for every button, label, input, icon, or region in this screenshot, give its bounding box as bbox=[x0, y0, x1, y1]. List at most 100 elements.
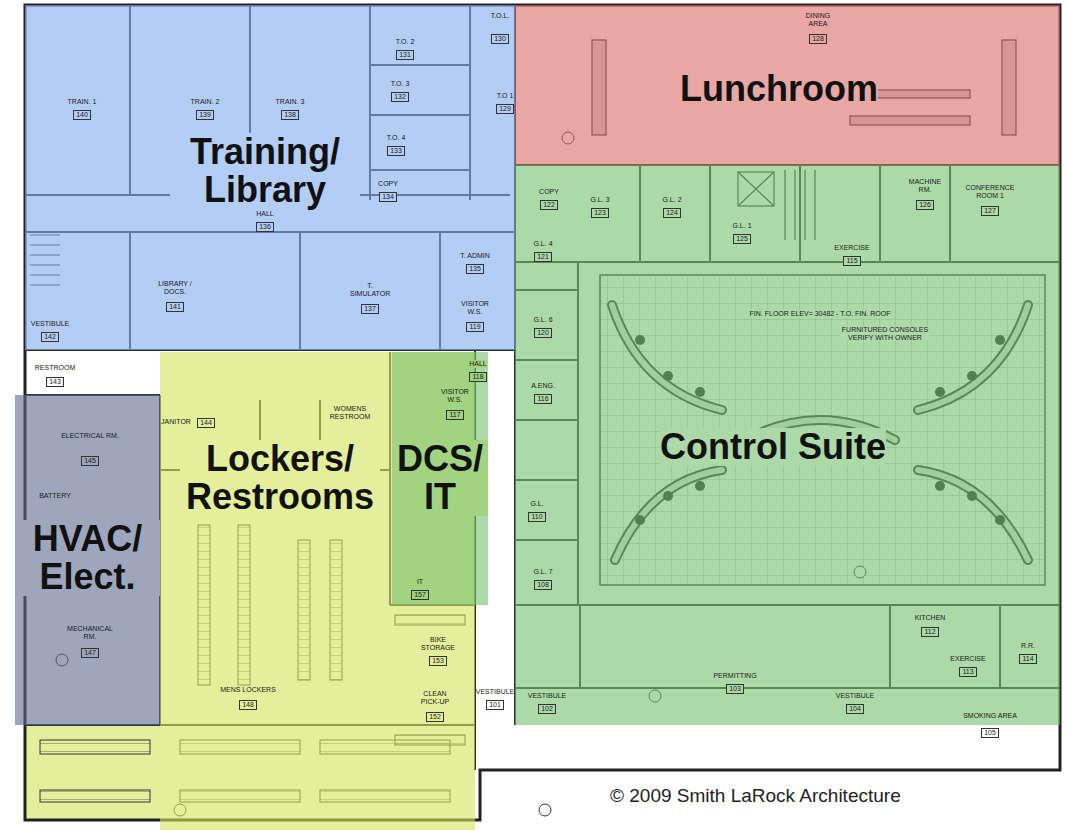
label-anchor: 130 bbox=[491, 34, 509, 44]
label-anchor: 104 bbox=[846, 704, 864, 714]
label-anchor: G.L. bbox=[530, 500, 543, 508]
room-name: ELECTRICAL RM. bbox=[60, 432, 120, 440]
label-anchor: T. ADMIN bbox=[460, 252, 490, 260]
label-anchor: TRAIN. 3 bbox=[276, 98, 305, 106]
label-anchor: 101 bbox=[486, 700, 504, 710]
room-name: G.L. 3 bbox=[590, 196, 609, 204]
label-anchor: HALL bbox=[469, 360, 487, 368]
zone-region: Control Suite bbox=[515, 165, 1060, 725]
label-anchor: HALL bbox=[256, 210, 274, 218]
room-name: BATTERY bbox=[39, 492, 71, 500]
label-anchor: G.L. 7 bbox=[533, 568, 552, 576]
room-name: HALL bbox=[469, 360, 487, 368]
room-name: TRAIN. 3 bbox=[276, 98, 305, 106]
label-anchor: VESTIBULE bbox=[476, 688, 515, 696]
room-name: T.O. 4 bbox=[387, 134, 406, 142]
label-anchor: 116 bbox=[534, 394, 551, 404]
label-anchor: TRAIN. 2 bbox=[191, 98, 220, 106]
room-name: SMOKING AREA bbox=[963, 712, 1017, 720]
label-anchor: G.L. 2 bbox=[662, 196, 681, 204]
label-anchor: 134 bbox=[379, 192, 397, 202]
label-anchor: IT bbox=[417, 578, 423, 586]
room-name: R.R. bbox=[1021, 642, 1035, 650]
room-name: VESTIBULE bbox=[528, 692, 567, 700]
label-anchor: COPY bbox=[378, 180, 398, 188]
room-number: 110 bbox=[528, 512, 545, 522]
room-number: 142 bbox=[41, 332, 59, 342]
room-name: T. SIMULATOR bbox=[350, 282, 390, 297]
room-number: 147 bbox=[81, 648, 99, 658]
room-number: 112 bbox=[921, 627, 938, 637]
label-anchor: 118 bbox=[469, 372, 486, 382]
label-anchor: CLEAN PICK-UP bbox=[415, 690, 455, 705]
room-name: COPY bbox=[539, 188, 559, 196]
label-anchor: COPY bbox=[539, 188, 559, 196]
room-number: 127 bbox=[981, 206, 999, 216]
room-number: 102 bbox=[538, 704, 556, 714]
room-name: COPY bbox=[378, 180, 398, 188]
label-anchor: BATTERY bbox=[39, 492, 71, 500]
label-anchor: 124 bbox=[663, 208, 681, 218]
room-number: 119 bbox=[466, 322, 483, 332]
label-anchor: 105 bbox=[981, 728, 999, 738]
room-number: 144 bbox=[197, 418, 215, 428]
label-anchor: 102 bbox=[538, 704, 556, 714]
label-anchor: 114 bbox=[1019, 654, 1036, 664]
room-name: T.O 1 bbox=[497, 92, 514, 100]
label-anchor: 123 bbox=[591, 208, 609, 218]
label-anchor: VESTIBULE bbox=[836, 692, 875, 700]
label-anchor: CONFERENCE ROOM 1 bbox=[960, 184, 1020, 199]
room-name: G.L. 7 bbox=[533, 568, 552, 576]
room-name: JANITOR bbox=[161, 418, 191, 426]
room-number: 115 bbox=[843, 256, 860, 266]
room-number: 138 bbox=[281, 110, 299, 120]
room-number: 129 bbox=[496, 104, 514, 114]
label-anchor: BIKE STORAGE bbox=[421, 636, 456, 651]
label-anchor: 119 bbox=[466, 322, 483, 332]
room-name: PERMITTING bbox=[713, 672, 756, 680]
label-anchor: T.O. 2 bbox=[396, 38, 415, 46]
label-anchor: 121 bbox=[534, 252, 552, 262]
label-anchor: 103 bbox=[726, 684, 744, 694]
room-name: DINING AREA bbox=[803, 12, 833, 27]
label-anchor: 147 bbox=[81, 648, 99, 658]
label-anchor: G.L. 6 bbox=[533, 316, 552, 324]
room-name: T. ADMIN bbox=[460, 252, 490, 260]
label-anchor: 125 bbox=[733, 234, 751, 244]
room-number: 152 bbox=[426, 712, 444, 722]
label-anchor: 132 bbox=[391, 92, 409, 102]
room-name: FIN. FLOOR ELEV= 30482 - T.O. FIN. ROOF bbox=[750, 310, 891, 318]
room-number: 131 bbox=[396, 50, 414, 60]
label-anchor: 113 bbox=[959, 667, 976, 677]
label-anchor: VISITOR W.S. bbox=[440, 388, 470, 403]
label-anchor: PERMITTING bbox=[713, 672, 756, 680]
label-anchor: FIN. FLOOR ELEV= 30482 - T.O. FIN. ROOF bbox=[750, 310, 891, 318]
room-number: 137 bbox=[361, 304, 379, 314]
label-anchor: 153 bbox=[429, 656, 447, 666]
label-anchor: MENS LOCKERS bbox=[220, 686, 276, 694]
room-name: T.O. 2 bbox=[396, 38, 415, 46]
room-number: 121 bbox=[534, 252, 552, 262]
room-name: G.L. 6 bbox=[533, 316, 552, 324]
room-number: 132 bbox=[391, 92, 409, 102]
label-anchor: SMOKING AREA bbox=[963, 712, 1017, 720]
room-number: 128 bbox=[809, 34, 827, 44]
label-anchor: MACHINE RM. bbox=[905, 178, 945, 193]
room-name: BIKE STORAGE bbox=[421, 636, 456, 651]
room-number: 117 bbox=[446, 410, 463, 420]
label-anchor: 115 bbox=[843, 256, 860, 266]
label-anchor: T.O.L. bbox=[491, 12, 510, 20]
room-number: 145 bbox=[81, 456, 99, 466]
label-anchor: 133 bbox=[387, 146, 405, 156]
label-anchor: 145 bbox=[81, 456, 99, 466]
room-number: 130 bbox=[491, 34, 509, 44]
room-name: KITCHEN bbox=[915, 614, 946, 622]
label-anchor: 129 bbox=[496, 104, 514, 114]
zone-label: Lockers/ Restrooms bbox=[180, 440, 380, 516]
label-anchor: VESTIBULE bbox=[528, 692, 567, 700]
room-name: VISITOR W.S. bbox=[440, 388, 470, 403]
room-number: 134 bbox=[379, 192, 397, 202]
label-anchor: G.L. 4 bbox=[533, 240, 552, 248]
room-name: MENS LOCKERS bbox=[220, 686, 276, 694]
label-anchor: 128 bbox=[809, 34, 827, 44]
